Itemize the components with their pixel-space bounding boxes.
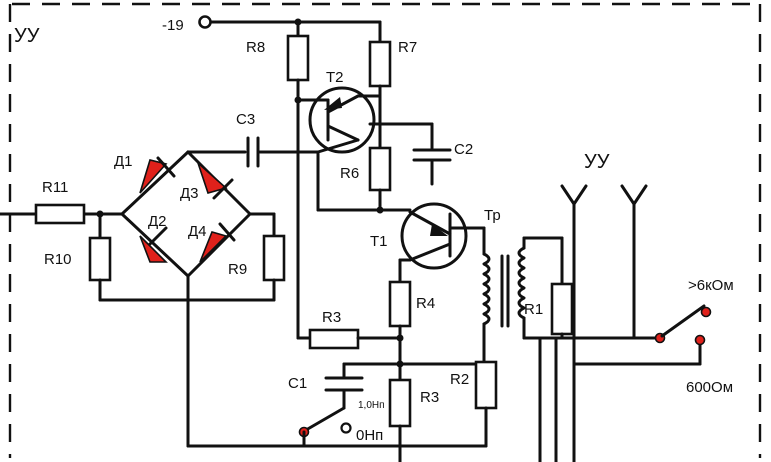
- label-d1: Д1: [114, 153, 133, 170]
- label-r3-upper: R3: [322, 309, 341, 326]
- label-c1: C1: [288, 375, 307, 392]
- label-switch-c1: 0Нп: [356, 427, 383, 444]
- enclosure-border: [8, 2, 762, 458]
- output-label: УУ: [584, 151, 610, 173]
- diode-d1: [139, 159, 168, 194]
- block-label: УУ: [14, 25, 40, 47]
- label-c2: C2: [454, 141, 473, 158]
- label-c1-value: 1,0Нп: [358, 400, 385, 411]
- label-r11: R11: [42, 179, 68, 196]
- label-d3: Д3: [180, 185, 199, 202]
- label-r3-lower: R3: [420, 389, 439, 406]
- supply-terminal: [198, 15, 212, 29]
- label-d4: Д4: [188, 223, 207, 240]
- transformer: [482, 226, 526, 366]
- output-terminal-b: [620, 184, 648, 340]
- label-transformer: Тр: [484, 207, 501, 224]
- transistor-t1: [398, 202, 486, 270]
- resistor-r1: [550, 282, 574, 336]
- resistor-r8: [286, 34, 310, 82]
- supply-label: -19: [162, 17, 184, 34]
- label-r4: R4: [416, 295, 435, 312]
- label-r7: R7: [398, 39, 417, 56]
- output-terminal-a: [560, 184, 588, 462]
- label-t2: T2: [326, 69, 344, 86]
- label-switch-low: 600Ом: [686, 379, 733, 396]
- resistor-r3-lower: [388, 378, 412, 428]
- label-r6: R6: [340, 165, 359, 182]
- resistor-r6: [368, 146, 392, 192]
- label-r9: R9: [228, 261, 247, 278]
- label-r1: R1: [524, 301, 543, 318]
- label-c3: C3: [236, 111, 255, 128]
- switch-output-impedance[interactable]: [654, 304, 712, 346]
- label-r2: R2: [450, 371, 469, 388]
- diode-d4: [199, 231, 228, 263]
- diode-d3: [196, 160, 228, 194]
- label-r10: R10: [44, 251, 72, 268]
- label-switch-high: >6кОм: [688, 277, 734, 294]
- resistor-r10: [88, 236, 112, 282]
- label-t1: T1: [370, 233, 388, 250]
- diode-d2: [139, 235, 168, 263]
- resistor-r11: [34, 203, 86, 225]
- resistor-r7: [368, 40, 392, 88]
- resistor-r9: [262, 234, 286, 282]
- switch-c1[interactable]: [298, 406, 352, 438]
- label-r8: R8: [246, 39, 265, 56]
- resistor-r3-upper: [308, 328, 360, 350]
- label-d2: Д2: [148, 213, 167, 230]
- resistor-r4: [388, 280, 412, 328]
- resistor-r2: [474, 360, 498, 410]
- transistor-t2: [296, 86, 382, 212]
- diode-bridge: [120, 150, 252, 278]
